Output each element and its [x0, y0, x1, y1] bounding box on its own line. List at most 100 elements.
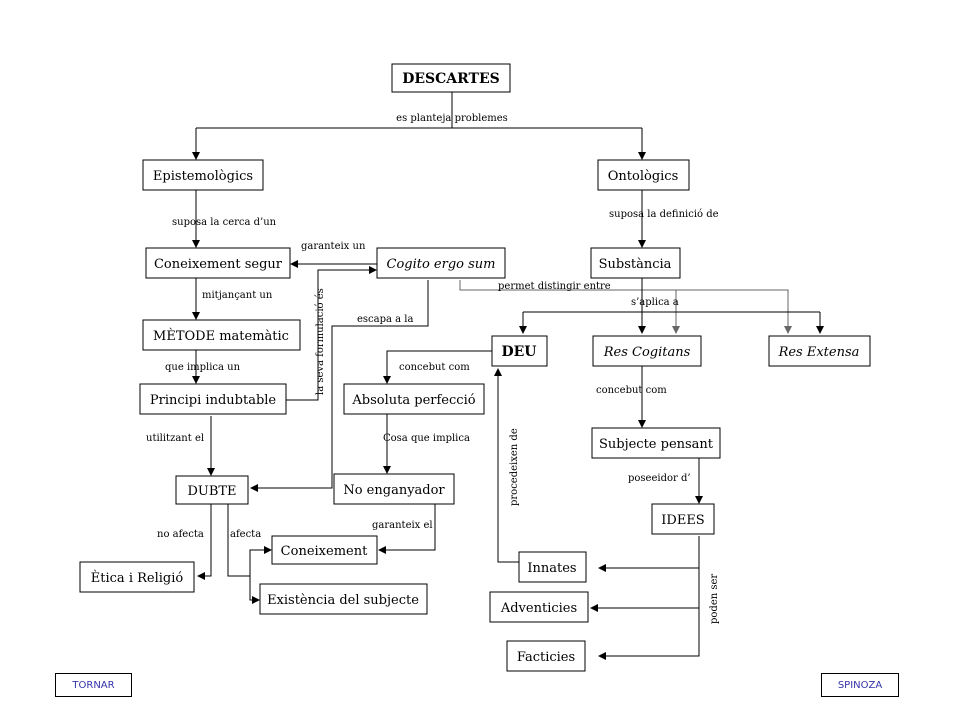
connectors — [192, 92, 824, 660]
connector-idees-types — [606, 536, 700, 657]
nodes: DESCARTES Epistemològics Ontològics Cone… — [79, 63, 871, 672]
edge-label-garanteix-el: garanteix el — [372, 520, 433, 531]
node-epistemologics: Epistemològics — [142, 159, 264, 191]
edge-label-permet: permet distingir entre — [498, 281, 611, 292]
node-adventicies: Adventicies — [489, 591, 589, 623]
connector-deu-absoluta — [386, 350, 492, 376]
node-innates: Innates — [518, 551, 587, 583]
node-coneixement-label: Coneixement — [281, 544, 368, 559]
arrow-cogito-coneix — [290, 260, 298, 268]
arrow-afecta-coneix — [264, 546, 272, 554]
node-coneixement-segur: Coneixement segur — [145, 247, 291, 279]
edge-label-escapa: escapa a la — [357, 314, 413, 325]
back-button-label: TORNAR — [72, 679, 115, 691]
edge-label-cosa-implica: Cosa que implica — [383, 433, 470, 444]
node-deu-label: DEU — [501, 344, 536, 360]
node-etica: Ètica i Religió — [79, 561, 195, 593]
connector-dubte-exist — [249, 576, 252, 601]
edge-labels: es planteja problemes suposa la cerca d’… — [146, 113, 720, 624]
node-principi-label: Principi indubtable — [150, 393, 277, 408]
node-substancia: Substància — [590, 247, 681, 279]
node-metode-label: MÈTODE matemàtic — [153, 328, 289, 344]
node-principi: Principi indubtable — [139, 383, 287, 415]
node-subjecte-pensant: Subjecte pensant — [591, 427, 721, 459]
node-ontologics: Ontològics — [597, 159, 690, 191]
node-absoluta: Absoluta perfecció — [343, 383, 485, 415]
arrow-innates — [598, 564, 606, 572]
node-descartes-label: DESCARTES — [402, 71, 500, 87]
edge-label-mitjancant: mitjançant un — [202, 290, 273, 301]
edge-label-s-aplica: s’aplica a — [631, 297, 679, 308]
next-button-spinoza[interactable]: SPINOZA — [821, 673, 899, 697]
arrow-coneixement — [378, 546, 386, 554]
node-innates-label: Innates — [527, 561, 576, 576]
arrow-no-enganyador — [383, 466, 391, 474]
node-etica-label: Ètica i Religió — [91, 570, 184, 586]
arrow-dubte-escapa — [250, 484, 258, 492]
arrow-coneix-segur — [192, 240, 200, 248]
node-absoluta-label: Absoluta perfecció — [351, 393, 475, 408]
edge-label-concebut-com-deu: concebut com — [399, 362, 470, 373]
edge-label-utilitzant: utilitzant el — [146, 433, 204, 444]
node-dubte-label: DUBTE — [187, 484, 236, 499]
edge-label-que-implica: que implica un — [165, 362, 241, 373]
next-button-label: SPINOZA — [837, 679, 883, 691]
edge-label-afecta: afecta — [230, 529, 261, 540]
connector-dubte-coneix — [227, 504, 264, 577]
arrow-ontologics — [638, 152, 646, 160]
node-res-extensa: Res Extensa — [768, 335, 871, 367]
arrow-permet-extensa — [784, 326, 792, 334]
arrow-principi — [192, 376, 200, 384]
connector-permet-distingir — [459, 280, 789, 326]
node-metode: MÈTODE matemàtic — [142, 319, 301, 351]
edge-label-posseidor: poseeidor d’ — [628, 473, 691, 484]
node-idees-label: IDEES — [661, 513, 704, 528]
connector-cogito-dubte — [258, 280, 429, 489]
connector-dubte-etica — [205, 504, 212, 577]
connector-no-eng-coneix — [386, 504, 436, 551]
node-deu: DEU — [491, 335, 548, 367]
node-substancia-label: Substància — [599, 257, 672, 272]
node-res-extensa-label: Res Extensa — [778, 345, 860, 360]
edge-label-concebut-com-cogitans: concebut com — [596, 385, 667, 396]
arrow-substancia — [638, 240, 646, 248]
arrow-aplica-deu — [519, 326, 527, 334]
arrow-aplica-extensa — [816, 326, 824, 334]
edge-label-es-planteja: es planteja problemes — [396, 113, 508, 124]
arrow-facticies — [598, 652, 606, 660]
back-button[interactable]: TORNAR — [55, 673, 132, 697]
node-existencia-label: Existència del subjecte — [267, 593, 419, 608]
arrow-etica — [197, 572, 205, 580]
edge-label-suposa-cerca: suposa la cerca d’un — [172, 217, 277, 228]
arrow-principi-cogito — [369, 266, 377, 274]
node-coneixement: Coneixement — [271, 535, 378, 565]
edge-label-poden-ser: poden ser — [709, 574, 720, 624]
node-res-cogitans-label: Res Cogitans — [603, 345, 691, 360]
arrow-metode — [192, 312, 200, 320]
edge-label-procedeixen: procedeixen de — [509, 428, 520, 506]
node-ontologics-label: Ontològics — [608, 169, 679, 184]
node-dubte: DUBTE — [175, 475, 249, 505]
node-cogito-label: Cogito ergo sum — [387, 257, 496, 272]
node-no-enganyador: No enganyador — [333, 473, 455, 505]
connector-principi-cogito — [286, 269, 369, 401]
connector-innates-deu — [497, 376, 519, 563]
arrow-dubte — [207, 468, 215, 476]
node-coneixement-segur-label: Coneixement segur — [154, 257, 283, 272]
arrow-afecta-exist — [252, 596, 260, 604]
edge-label-suposa-definicio: suposa la definició de — [609, 209, 719, 220]
node-adventicies-label: Adventicies — [500, 601, 577, 616]
arrow-epistemologics — [192, 152, 200, 160]
node-existencia: Existència del subjecte — [259, 583, 428, 615]
arrow-subjecte — [638, 420, 646, 428]
edge-label-la-seva-formulacio: la seva formulació és — [315, 288, 326, 395]
node-epistemologics-label: Epistemològics — [153, 169, 253, 184]
node-res-cogitans: Res Cogitans — [592, 335, 702, 367]
arrow-adventicies — [590, 604, 598, 612]
node-facticies-label: Facticies — [517, 650, 575, 665]
node-idees: IDEES — [651, 503, 715, 535]
node-cogito: Cogito ergo sum — [376, 247, 506, 279]
node-descartes: DESCARTES — [391, 63, 511, 93]
arrow-procedeixen — [494, 368, 502, 376]
